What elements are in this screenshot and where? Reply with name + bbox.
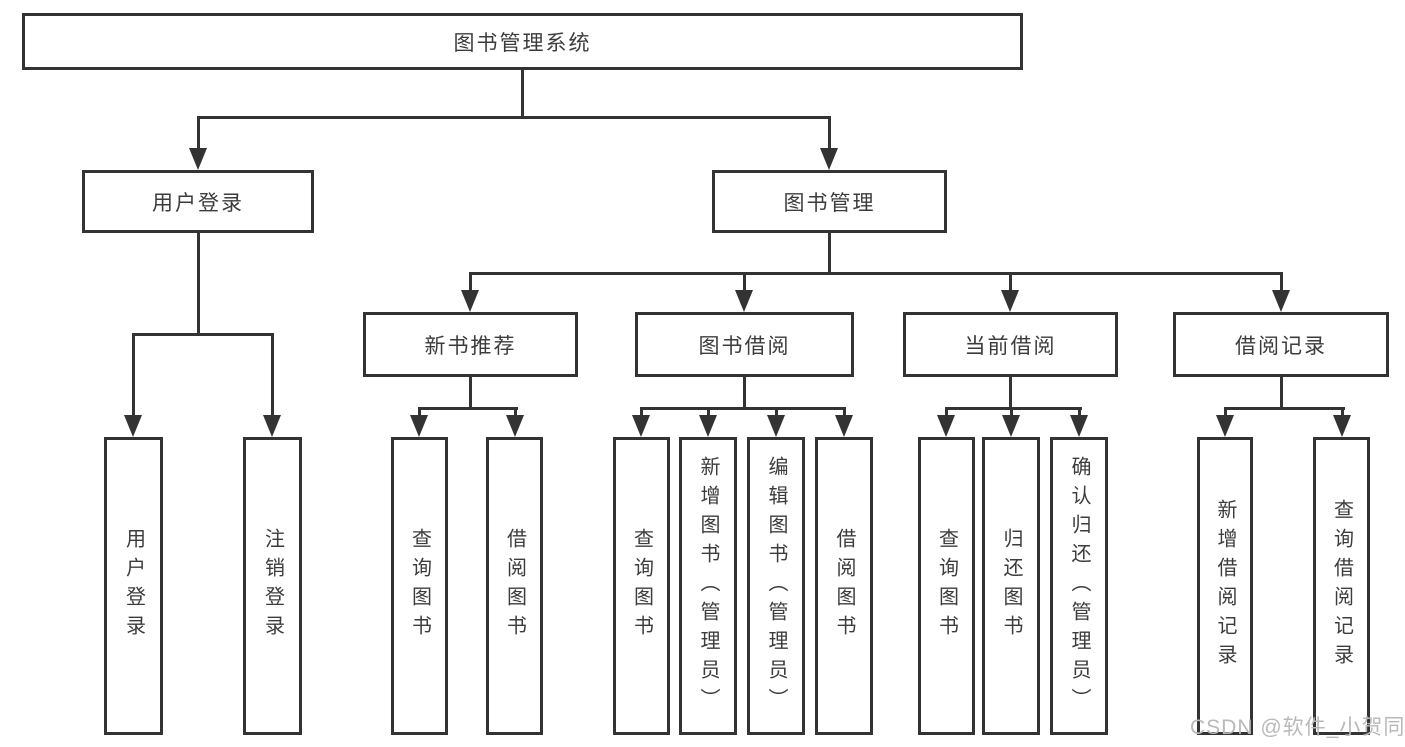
leaf-query-borrow-record: 查询借阅记录 — [1313, 437, 1370, 735]
connector — [743, 272, 746, 292]
node-label: 用户登录 — [122, 528, 145, 644]
node-label: 借阅图书 — [503, 528, 526, 644]
arrow-down-icon — [1002, 415, 1020, 437]
leaf-borrow-books: 借阅图书 — [815, 437, 873, 735]
arrow-down-icon — [189, 148, 207, 170]
leaf-query-books-borrow: 查询图书 — [613, 437, 670, 735]
arrow-down-icon — [937, 415, 955, 437]
node-label: 查询图书 — [935, 528, 958, 644]
arrow-down-icon — [1272, 290, 1290, 312]
node-label: 图书管理系统 — [453, 31, 592, 55]
connector — [1009, 375, 1012, 410]
connector — [469, 375, 472, 410]
node-borrowing-records: 借阅记录 — [1173, 312, 1389, 377]
leaf-logout: 注销登录 — [243, 437, 302, 735]
node-label: 新增图书（管理员） — [697, 455, 719, 717]
node-label: 图书借阅 — [698, 334, 791, 358]
connector — [707, 407, 710, 417]
node-label: 当前借阅 — [964, 334, 1057, 358]
leaf-confirm-return-admin: 确认归还（管理员） — [1050, 437, 1108, 735]
node-label: 图书管理 — [783, 191, 876, 215]
connector — [828, 116, 831, 150]
node-book-management: 图书管理 — [712, 170, 947, 233]
connector — [197, 116, 831, 119]
connector — [1224, 407, 1227, 417]
arrow-down-icon — [632, 415, 650, 437]
connector — [1078, 407, 1081, 417]
arrow-down-icon — [735, 290, 753, 312]
leaf-edit-book-admin: 编辑图书（管理员） — [747, 437, 805, 735]
connector — [640, 407, 643, 417]
connector — [1010, 407, 1013, 417]
node-label: 确认归还（管理员） — [1068, 455, 1090, 717]
connector — [469, 272, 1283, 275]
connector — [132, 333, 274, 336]
connector — [1224, 407, 1345, 410]
node-label: 查询借阅记录 — [1330, 499, 1353, 673]
node-label: 用户登录 — [152, 191, 244, 215]
node-label: 编辑图书（管理员） — [765, 455, 787, 717]
node-current-borrowing: 当前借阅 — [903, 312, 1118, 377]
arrow-down-icon — [767, 415, 785, 437]
connector — [514, 407, 517, 417]
arrow-down-icon — [410, 415, 428, 437]
connector — [945, 407, 948, 417]
leaf-return-book: 归还图书 — [982, 437, 1040, 735]
connector — [418, 407, 421, 417]
arrow-down-icon — [263, 415, 281, 437]
connector — [521, 69, 524, 118]
connector — [469, 272, 472, 292]
connector — [1341, 407, 1344, 417]
node-new-book-recommendation: 新书推荐 — [363, 312, 578, 377]
connector — [743, 375, 746, 410]
connector — [1280, 375, 1283, 410]
node-label: 查询图书 — [630, 528, 653, 644]
connector — [828, 232, 831, 275]
node-book-borrowing: 图书借阅 — [635, 312, 854, 377]
connector — [1009, 272, 1012, 292]
connector — [945, 407, 1082, 410]
arrow-down-icon — [835, 415, 853, 437]
node-label: 归还图书 — [1000, 528, 1022, 644]
node-label: 查询图书 — [408, 528, 431, 644]
watermark: CSDN @软件_小贺同学 — [1190, 716, 1405, 739]
leaf-add-book-admin: 新增图书（管理员） — [679, 437, 737, 735]
connector — [197, 232, 200, 336]
leaf-query-books-current: 查询图书 — [918, 437, 975, 735]
arrow-down-icon — [1216, 415, 1234, 437]
arrow-down-icon — [461, 290, 479, 312]
arrow-down-icon — [820, 148, 838, 170]
arrow-down-icon — [506, 415, 524, 437]
connector — [640, 407, 846, 410]
node-label: 借阅图书 — [833, 528, 855, 644]
node-label: 新增借阅记录 — [1214, 499, 1236, 673]
connector — [775, 407, 778, 417]
connector — [843, 407, 846, 417]
arrow-down-icon — [1001, 290, 1019, 312]
node-library-management-system: 图书管理系统 — [22, 13, 1023, 70]
arrow-down-icon — [1070, 415, 1088, 437]
arrow-down-icon — [699, 415, 717, 437]
leaf-add-borrow-record: 新增借阅记录 — [1197, 437, 1253, 735]
arrow-down-icon — [124, 415, 142, 437]
connector — [132, 333, 135, 417]
connector — [197, 116, 200, 150]
leaf-user-login: 用户登录 — [104, 437, 163, 735]
leaf-borrow-books-recommend: 借阅图书 — [486, 437, 543, 735]
node-label: 注销登录 — [261, 528, 284, 644]
node-label: 借阅记录 — [1235, 334, 1327, 358]
leaf-query-books-recommend: 查询图书 — [391, 437, 448, 735]
connector — [1280, 272, 1283, 292]
connector — [418, 407, 518, 410]
node-label: 新书推荐 — [424, 334, 517, 358]
connector — [271, 333, 274, 417]
arrow-down-icon — [1333, 415, 1351, 437]
node-user-login: 用户登录 — [82, 170, 314, 233]
